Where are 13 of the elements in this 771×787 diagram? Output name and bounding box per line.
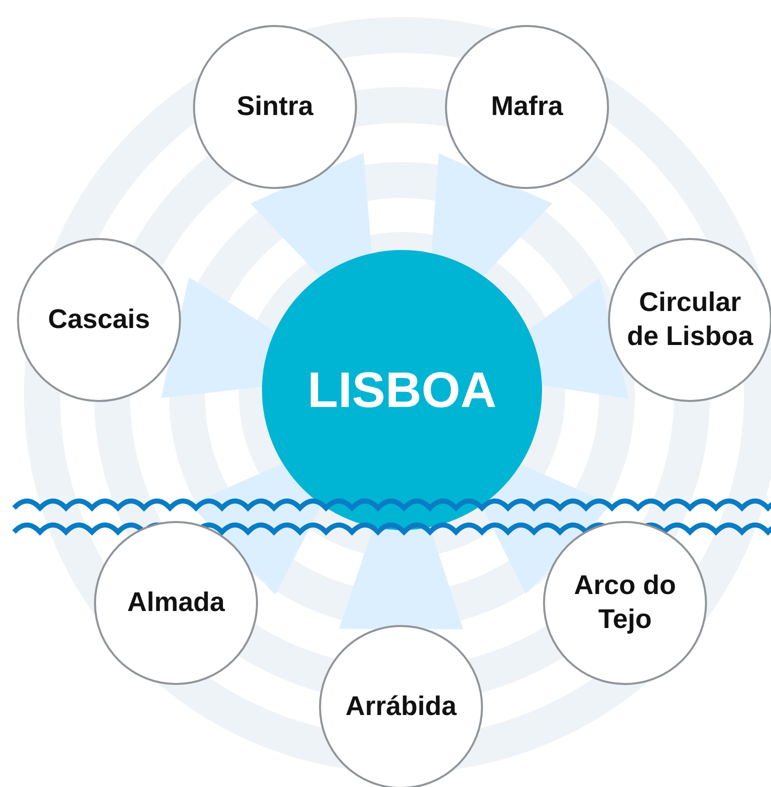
place-name: Cascais (48, 303, 150, 336)
connector-beam (339, 526, 464, 630)
place-name: Arrábida (345, 690, 457, 724)
place-name: Circular de Lisboa (626, 286, 754, 353)
connector-beam (431, 153, 552, 277)
place-name: Almada (127, 586, 225, 620)
connector-beam (161, 277, 276, 398)
place-name: Arco do Tejo (572, 569, 677, 636)
place-name: Mafra (490, 90, 564, 124)
place-name: Sintra (236, 90, 314, 124)
connector-beam (528, 278, 629, 399)
place-name: LISBOA (308, 360, 496, 420)
connector-beam (250, 152, 372, 278)
